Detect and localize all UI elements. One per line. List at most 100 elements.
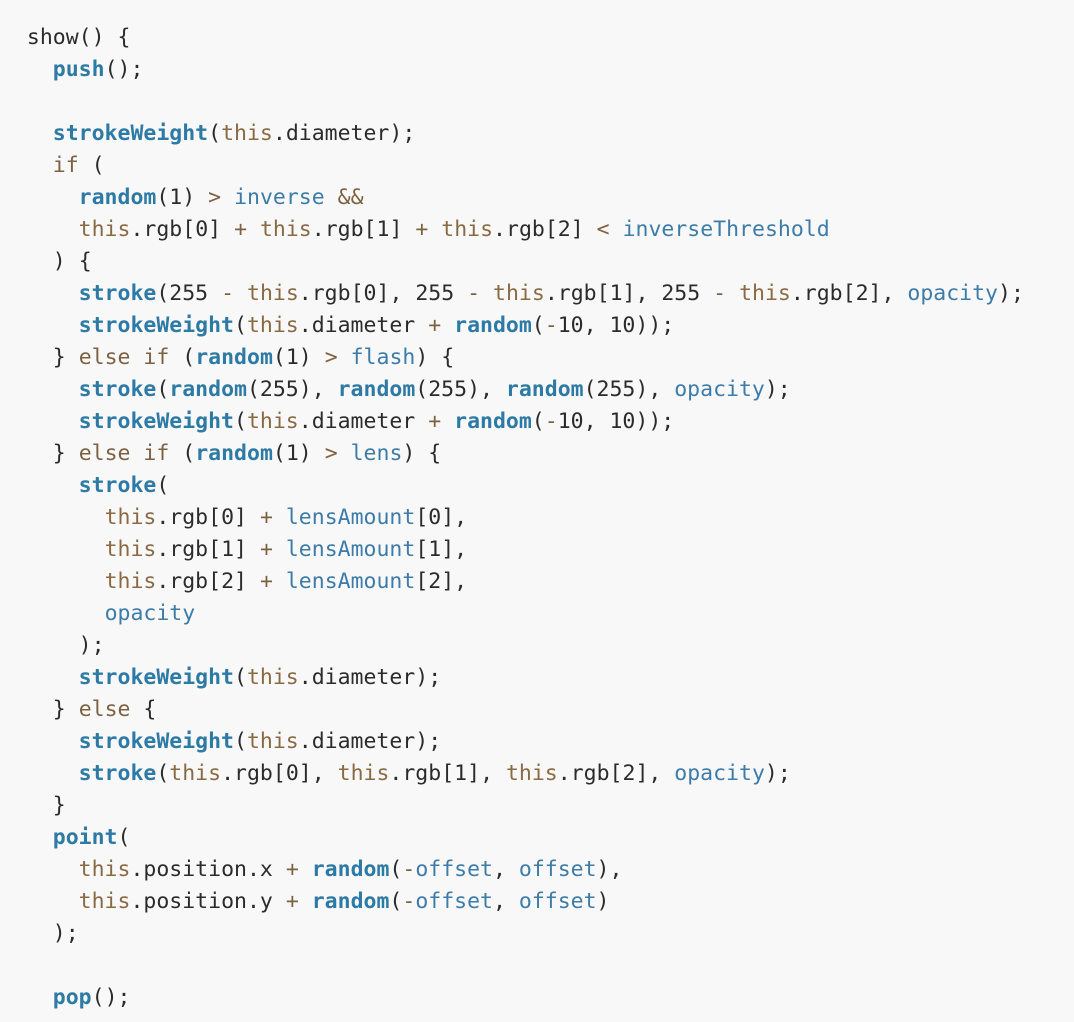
code-line[interactable]: opacity (0, 598, 1058, 630)
code-line[interactable]: point( (0, 822, 1058, 854)
code-token-fn: stroke (78, 280, 157, 306)
code-token-op: + (259, 536, 273, 562)
code-line[interactable]: strokeWeight(this.diameter); (0, 118, 1058, 150)
code-token-punc: ); (52, 920, 79, 946)
code-token-plain (208, 281, 221, 306)
code-line[interactable]: this.position.x + random(-offset, offset… (0, 854, 1058, 886)
code-token-punc: ( (583, 376, 597, 402)
code-token-punc: . (156, 568, 170, 594)
code-token-punc: ( (156, 760, 170, 786)
code-token-var: lens (350, 440, 403, 466)
code-token-plain (169, 345, 182, 370)
code-indent (1, 537, 105, 562)
code-token-op: < (596, 216, 610, 242)
code-line[interactable]: this.position.y + random(-offset, offset… (0, 886, 1058, 918)
code-token-this: this (78, 216, 131, 242)
code-token-plain (415, 313, 428, 338)
code-token-op: + (259, 568, 273, 594)
code-token-plain (130, 345, 143, 370)
code-token-punc: ) (635, 376, 649, 402)
code-token-this: this (246, 728, 299, 754)
code-line[interactable]: this.rgb[1] + lensAmount[1], (0, 534, 1058, 566)
code-line[interactable]: ); (0, 630, 1058, 662)
code-token-prop: y (259, 888, 273, 914)
code-token-punc: ( (156, 184, 170, 210)
code-line[interactable]: this.rgb[0] + this.rgb[1] + this.rgb[2] … (0, 214, 1058, 246)
code-line[interactable]: random(1) > inverse && (0, 182, 1058, 214)
code-line[interactable]: strokeWeight(this.diameter + random(-10,… (0, 310, 1058, 342)
code-line[interactable]: } else if (random(1) > lens) { (0, 438, 1058, 470)
code-line[interactable]: pop(); (0, 982, 1058, 1014)
code-token-plain (415, 409, 428, 434)
code-line[interactable] (0, 950, 1058, 982)
code-token-num: 2 (221, 568, 235, 594)
code-token-punc: . (298, 312, 312, 338)
code-token-plain (273, 569, 286, 594)
code-line[interactable] (0, 86, 1058, 118)
code-line[interactable]: ) { (0, 246, 1058, 278)
code-token-num: 0 (428, 504, 442, 530)
code-token-plain (338, 441, 351, 466)
code-line[interactable]: this.rgb[2] + lensAmount[2], (0, 566, 1058, 598)
code-token-punc: [ (609, 760, 623, 786)
code-line[interactable]: } (0, 790, 1058, 822)
code-token-punc: [ (415, 536, 429, 562)
code-line[interactable]: strokeWeight(this.diameter); (0, 726, 1058, 758)
code-token-num: 1 (609, 280, 623, 306)
code-line[interactable]: push(); (0, 54, 1058, 86)
code-token-prop: diameter (311, 408, 416, 434)
code-token-kw: if (143, 440, 170, 466)
code-token-punc: , (311, 376, 338, 402)
code-token-this: this (337, 760, 390, 786)
code-line[interactable]: } else if (random(1) > flash) { (0, 342, 1058, 374)
code-token-op: + (428, 312, 442, 338)
code-token-punc: , (648, 376, 675, 402)
code-token-plain (130, 697, 143, 722)
code-token-punc: ] (208, 216, 222, 242)
code-token-prop: diameter (311, 312, 416, 338)
code-token-op: + (259, 504, 273, 530)
code-line[interactable]: show() { (0, 22, 1058, 54)
code-token-num: 1 (376, 216, 390, 242)
code-token-punc: ( (156, 472, 170, 498)
code-line[interactable]: ); (0, 918, 1058, 950)
code-line[interactable]: strokeWeight(this.diameter + random(-10,… (0, 406, 1058, 438)
code-line[interactable]: if ( (0, 150, 1058, 182)
code-token-punc: } (52, 696, 66, 722)
code-token-punc: . (272, 120, 286, 146)
code-token-kw: else (78, 440, 131, 466)
code-block[interactable]: show() { push(); strokeWeight(this.diame… (0, 22, 1058, 1014)
code-token-plain (66, 441, 79, 466)
code-token-punc: ] (389, 216, 403, 242)
code-token-num: 255 (661, 280, 701, 306)
code-line[interactable]: strokeWeight(this.diameter); (0, 662, 1058, 694)
code-token-prop: rgb (402, 760, 442, 786)
code-indent (1, 921, 53, 946)
code-token-num: 1 (169, 184, 183, 210)
code-line[interactable]: stroke(random(255), random(255), random(… (0, 374, 1058, 406)
code-token-prop: diameter (311, 728, 416, 754)
code-token-punc: . (156, 504, 170, 530)
code-token-punc: ) (402, 440, 416, 466)
code-line[interactable]: } else { (0, 694, 1058, 726)
code-token-fn: random (454, 408, 532, 434)
code-line[interactable]: stroke(255 - this.rgb[0], 255 - this.rgb… (0, 278, 1058, 310)
code-line[interactable]: stroke( (0, 470, 1058, 502)
code-line[interactable]: this.rgb[0] + lensAmount[0], (0, 502, 1058, 534)
code-token-punc: ); (415, 664, 442, 690)
code-token-var: inverse (234, 184, 325, 210)
code-token-plain (221, 217, 234, 242)
code-token-punc: ( (272, 344, 286, 370)
code-token-plain (454, 281, 467, 306)
code-token-var: opacity (104, 600, 196, 626)
code-token-fn: strokeWeight (78, 408, 235, 434)
code-token-plain (402, 217, 415, 242)
code-token-punc: . (246, 856, 260, 882)
code-token-plain (273, 889, 286, 914)
code-token-prop: rgb (169, 504, 209, 530)
code-token-fn: stroke (78, 376, 157, 402)
code-line[interactable]: stroke(this.rgb[0], this.rgb[1], this.rg… (0, 758, 1058, 790)
code-token-punc: )); (635, 312, 675, 338)
code-token-plain (66, 345, 79, 370)
